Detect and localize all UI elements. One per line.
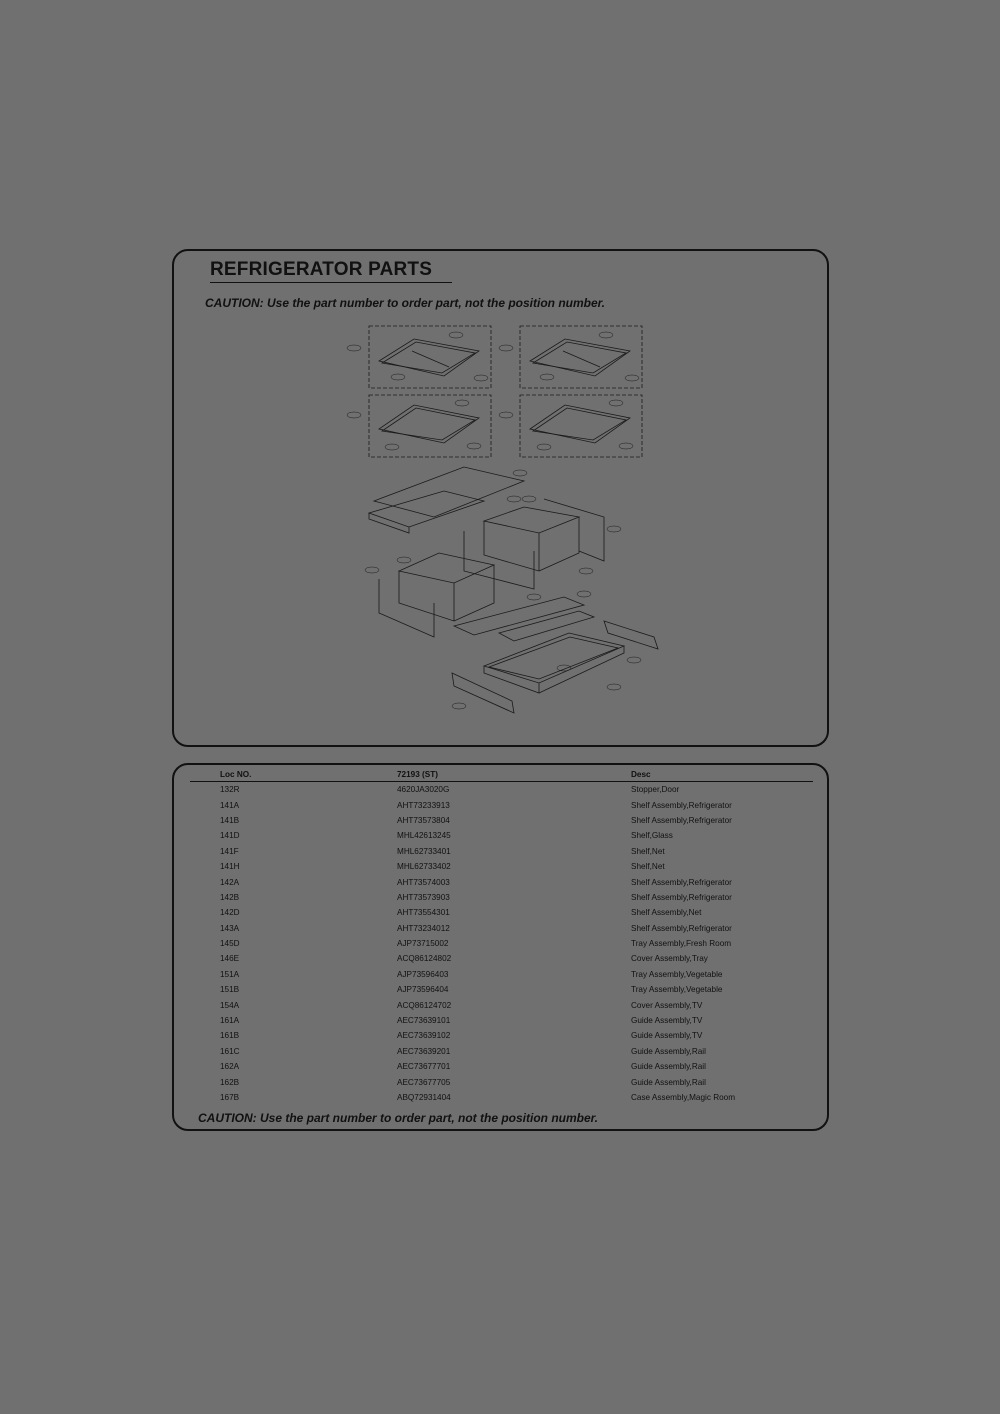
table-row: 151B AJP73596404 Tray Assembly,Vegetable: [190, 982, 813, 997]
part-number-cell: 4620JA3020G: [397, 785, 450, 795]
table-row: 141B AHT73573804 Shelf Assembly,Refrigerat…: [190, 813, 813, 828]
loc-cell: 161A: [220, 1016, 240, 1026]
table-row: 167B ABQ72931404 Case Assembly,Magic Room: [190, 1090, 813, 1105]
part-number-cell: AEC73639101: [397, 1016, 451, 1026]
desc-cell: Tray Assembly,Vegetable: [631, 985, 723, 995]
part-number-cell: AHT73573804: [397, 815, 450, 825]
loc-cell: 141H: [220, 862, 240, 872]
table-row: 141H MHL62733402 Shelf,Net: [190, 859, 813, 874]
part-number-cell: AHT73233913: [397, 800, 450, 810]
part-number-cell: AEC73677705: [397, 1077, 451, 1087]
part-number-cell: MHL42613245: [397, 831, 451, 841]
table-row: 145D AJP73715002 Tray Assembly,Fresh Room: [190, 936, 813, 951]
desc-cell: Guide Assembly,Rail: [631, 1062, 706, 1072]
loc-cell: 142A: [220, 877, 240, 887]
part-number-cell: AJP73596403: [397, 969, 449, 979]
loc-cell: 151B: [220, 985, 240, 995]
loc-cell: 141A: [220, 800, 240, 810]
caution-note-top: CAUTION: Use the part number to order pa…: [205, 296, 606, 310]
table-row: 142A AHT73574003 Shelf Assembly,Refrigerat…: [190, 874, 813, 889]
part-number-cell: ACQ86124702: [397, 1000, 452, 1010]
desc-cell: Tray Assembly,Fresh Room: [631, 939, 732, 949]
loc-cell: 141D: [220, 831, 240, 841]
loc-cell: 145D: [220, 939, 240, 949]
loc-cell: 167B: [220, 1093, 240, 1102]
loc-cell: 162A: [220, 1062, 240, 1072]
table-row: 142D AHT73554301 Shelf Assembly,Net: [190, 905, 813, 920]
desc-cell: Guide Assembly,Rail: [631, 1077, 706, 1087]
table-row: 143A AHT73234012 Shelf Assembly,Refrigerat…: [190, 921, 813, 936]
table-row: 146E ACQ86124802 Cover Assembly,Tray: [190, 951, 813, 966]
desc-cell: Case Assembly,Magic Room: [631, 1093, 736, 1102]
table-row: 154A ACQ86124702 Cover Assembly,TV: [190, 997, 813, 1012]
part-number-cell: AEC73639102: [397, 1031, 451, 1041]
loc-cell: 151A: [220, 969, 240, 979]
part-number-cell: AHT73554301: [397, 908, 450, 918]
table-header-row: Loc NO. 72193 (ST) Desc: [190, 767, 813, 782]
table-row: 132R 4620JA3020G Stopper,Door: [190, 782, 813, 798]
page-title: REFRIGERATOR PARTS: [210, 259, 452, 283]
part-number-cell: AHT73574003: [397, 877, 450, 887]
column-header-part-number: 72193 (ST): [397, 767, 631, 782]
desc-cell: Tray Assembly,Vegetable: [631, 969, 723, 979]
desc-cell: Guide Assembly,TV: [631, 1031, 703, 1041]
desc-cell: Shelf Assembly,Refrigerator: [631, 815, 732, 825]
table-row: 161C AEC73639201 Guide Assembly,Rail: [190, 1044, 813, 1059]
desc-cell: Shelf Assembly,Refrigerator: [631, 923, 732, 933]
table-row: 161A AEC73639101 Guide Assembly,TV: [190, 1013, 813, 1028]
parts-table-panel: Loc NO. 72193 (ST) Desc 132R 4620JA3020G S…: [172, 763, 829, 1131]
loc-cell: 142B: [220, 892, 240, 902]
part-number-cell: MHL62733401: [397, 846, 451, 856]
desc-cell: Shelf,Net: [631, 846, 665, 856]
desc-cell: Shelf Assembly,Refrigerator: [631, 892, 732, 902]
table-row: 142B AHT73573903 Shelf Assembly,Refrigerat…: [190, 890, 813, 905]
desc-cell: Shelf Assembly,Refrigerator: [631, 800, 732, 810]
desc-cell: Shelf Assembly,Net: [631, 908, 702, 918]
table-row: 141F MHL62733401 Shelf,Net: [190, 844, 813, 859]
loc-cell: 132R: [220, 785, 240, 795]
part-number-cell: ACQ86124802: [397, 954, 452, 964]
loc-cell: 161C: [220, 1046, 240, 1056]
loc-cell: 143A: [220, 923, 240, 933]
part-number-cell: AHT73573903: [397, 892, 450, 902]
desc-cell: Cover Assembly,TV: [631, 1000, 703, 1010]
table-row: 161B AEC73639102 Guide Assembly,TV: [190, 1028, 813, 1043]
part-number-cell: MHL62733402: [397, 862, 451, 872]
part-number-cell: AEC73677701: [397, 1062, 451, 1072]
desc-cell: Guide Assembly,Rail: [631, 1046, 706, 1056]
column-header-desc: Desc: [631, 767, 813, 782]
desc-cell: Shelf Assembly,Refrigerator: [631, 877, 732, 887]
loc-cell: 141B: [220, 815, 240, 825]
part-number-cell: AJP73596404: [397, 985, 449, 995]
desc-cell: Guide Assembly,TV: [631, 1016, 703, 1026]
loc-cell: 154A: [220, 1000, 240, 1010]
part-number-cell: ABQ72931404: [397, 1093, 451, 1102]
table-row: 162B AEC73677705 Guide Assembly,Rail: [190, 1074, 813, 1089]
desc-cell: Cover Assembly,Tray: [631, 954, 708, 964]
loc-cell: 142D: [220, 908, 240, 918]
table-row: 162A AEC73677701 Guide Assembly,Rail: [190, 1059, 813, 1074]
table-row: 151A AJP73596403 Tray Assembly,Vegetable: [190, 967, 813, 982]
loc-cell: 162B: [220, 1077, 240, 1087]
loc-cell: 141F: [220, 846, 239, 856]
desc-cell: Stopper,Door: [631, 785, 680, 795]
table-row: 141A AHT73233913 Shelf Assembly,Refrigerat…: [190, 797, 813, 812]
part-number-cell: AHT73234012: [397, 923, 450, 933]
desc-cell: Shelf,Glass: [631, 831, 673, 841]
caution-note-bottom: CAUTION: Use the part number to order pa…: [198, 1111, 599, 1125]
part-number-cell: AJP73715002: [397, 939, 449, 949]
part-number-cell: AEC73639201: [397, 1046, 451, 1056]
loc-cell: 161B: [220, 1031, 240, 1041]
table-row: 141D MHL42613245 Shelf,Glass: [190, 828, 813, 843]
parts-table: Loc NO. 72193 (ST) Desc 132R 4620JA3020G S…: [190, 767, 813, 1105]
desc-cell: Shelf,Net: [631, 862, 665, 872]
loc-cell: 146E: [220, 954, 240, 964]
column-header-loc: Loc NO.: [190, 767, 397, 782]
diagram-panel: REFRIGERATOR PARTS CAUTION: Use the part…: [172, 249, 829, 747]
exploded-parts-diagram: [346, 325, 659, 714]
